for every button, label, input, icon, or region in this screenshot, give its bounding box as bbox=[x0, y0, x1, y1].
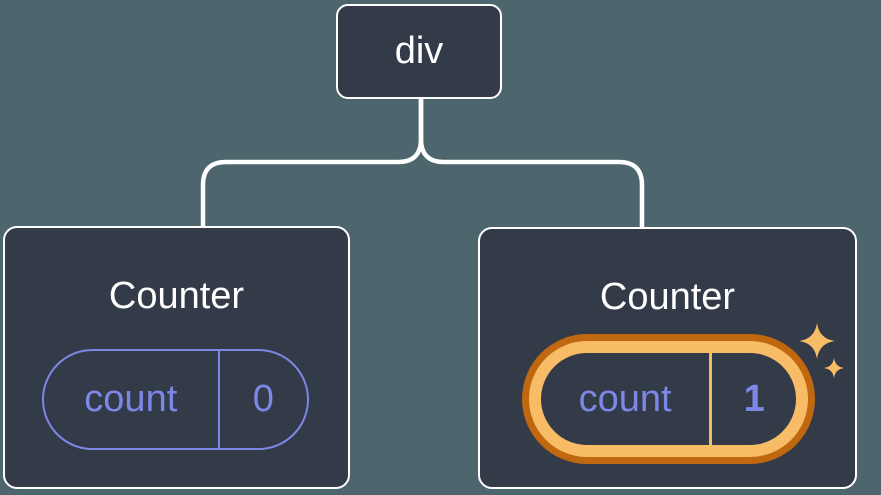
counter-title: Counter bbox=[108, 275, 245, 317]
root-node-label: div bbox=[394, 30, 444, 72]
sparkle-large-icon bbox=[799, 323, 835, 359]
connector-left-branch bbox=[200, 97, 424, 229]
state-key-label: count bbox=[44, 351, 220, 448]
root-node-div: div bbox=[336, 4, 502, 99]
sparkle-small-icon bbox=[824, 358, 844, 378]
state-pill: count 0 bbox=[42, 349, 309, 450]
counter-card-left: Counter count 0 bbox=[3, 226, 350, 489]
counter-title: Counter bbox=[599, 276, 736, 318]
state-value: 1 bbox=[743, 377, 765, 420]
state-value: 0 bbox=[252, 378, 274, 420]
connector-right-branch bbox=[418, 97, 645, 230]
state-pill-highlighted: count 1 bbox=[529, 341, 808, 457]
state-key-label: count bbox=[541, 353, 713, 445]
counter-card-right: Counter count 1 bbox=[478, 227, 857, 489]
